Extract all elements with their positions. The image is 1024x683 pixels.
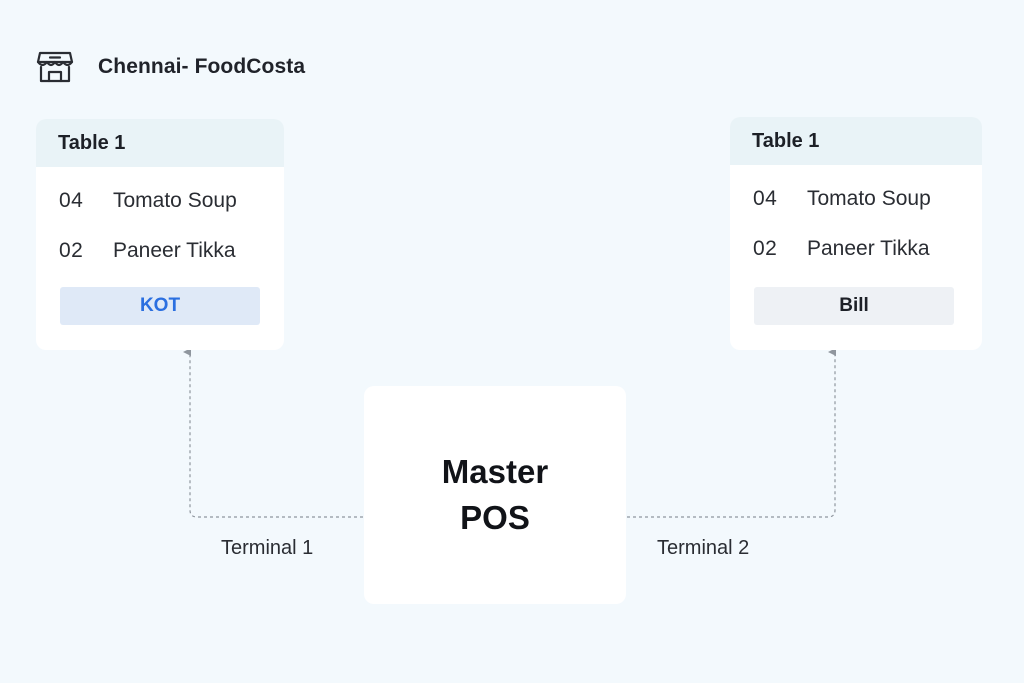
- store-name: Chennai- FoodCosta: [98, 55, 306, 78]
- store-header: Chennai- FoodCosta: [36, 48, 305, 86]
- item-name: Tomato Soup: [807, 187, 931, 210]
- table-title: Table 1: [730, 117, 982, 165]
- master-pos-title-line-1: Master: [441, 453, 549, 490]
- item-name: Paneer Tikka: [113, 239, 236, 262]
- order-item: 02 Paneer Tikka: [753, 237, 930, 261]
- item-quantity: 02: [753, 237, 778, 260]
- terminal-1-order-card: Table 1 04 Tomato Soup 02 Paneer Tikka K…: [36, 119, 284, 350]
- storefront-icon: [36, 51, 74, 83]
- connector-terminal-1: [183, 348, 363, 518]
- item-quantity: 04: [753, 187, 778, 210]
- order-item: 04 Tomato Soup: [753, 187, 931, 211]
- item-quantity: 02: [59, 239, 84, 262]
- terminal-2-order-card: Table 1 04 Tomato Soup 02 Paneer Tikka B…: [730, 117, 982, 350]
- order-item: 04 Tomato Soup: [59, 189, 237, 213]
- master-pos-title-line-2: POS: [460, 499, 530, 536]
- item-name: Paneer Tikka: [807, 237, 930, 260]
- terminal-1-label: Terminal 1: [221, 537, 314, 559]
- order-item: 02 Paneer Tikka: [59, 239, 236, 263]
- bill-button[interactable]: Bill: [754, 287, 954, 325]
- kot-button[interactable]: KOT: [60, 287, 260, 325]
- item-name: Tomato Soup: [113, 189, 237, 212]
- master-pos-box: Master POS: [364, 386, 626, 604]
- table-title: Table 1: [36, 119, 284, 167]
- terminal-2-label: Terminal 2: [657, 537, 750, 559]
- item-quantity: 04: [59, 189, 84, 212]
- connector-terminal-2: [627, 348, 836, 518]
